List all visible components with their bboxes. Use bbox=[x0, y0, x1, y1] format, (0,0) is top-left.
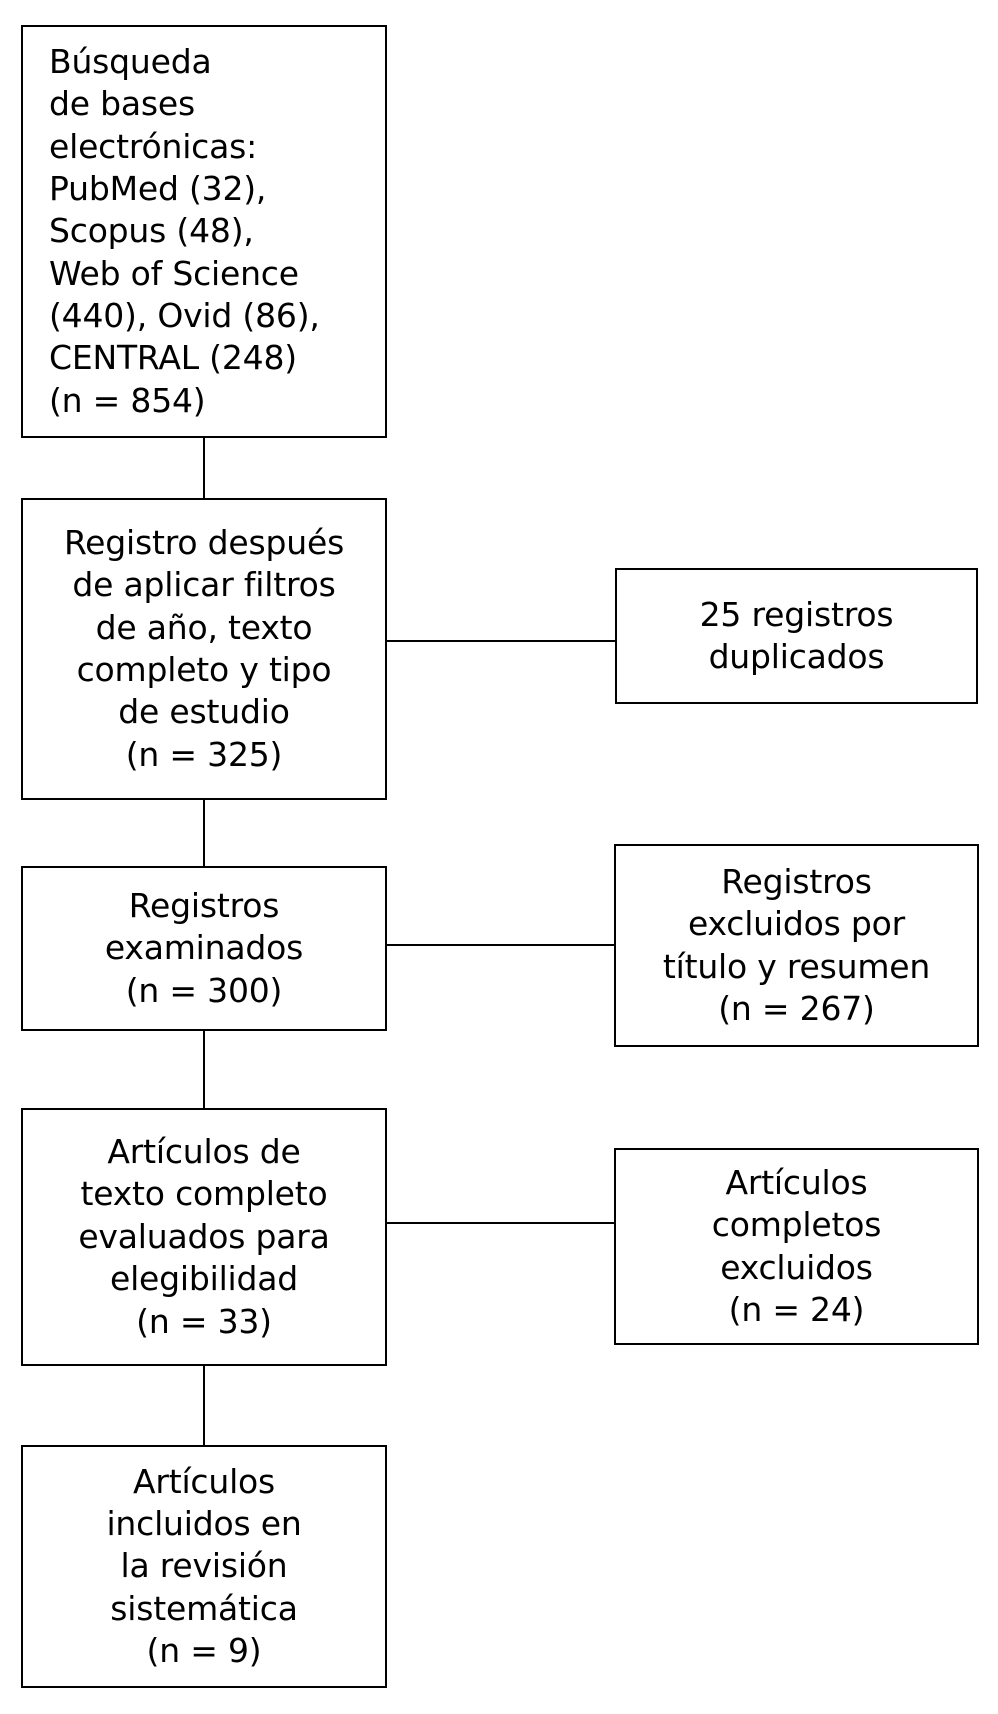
connector-screened-to-excluded-title bbox=[387, 944, 614, 946]
connector-after-filters-to-duplicates bbox=[387, 640, 615, 642]
node-duplicate-records: 25 registros duplicados bbox=[615, 568, 978, 704]
connector-search-to-after-filters bbox=[203, 438, 205, 498]
node-duplicate-records-label: 25 registros duplicados bbox=[699, 594, 894, 676]
node-records-after-filters: Registro después de aplicar filtros de a… bbox=[21, 498, 387, 800]
node-studies-included-label: Artículos incluidos en la revisión siste… bbox=[106, 1461, 302, 1671]
node-records-screened: Registros examinados (n = 300) bbox=[21, 866, 387, 1031]
connector-screened-to-fulltext bbox=[203, 1031, 205, 1108]
node-records-screened-label: Registros examinados (n = 300) bbox=[104, 885, 304, 1010]
node-database-search-label: Búsqueda de bases electrónicas: PubMed (… bbox=[49, 41, 320, 420]
node-excluded-fulltext: Artículos completos excluidos (n = 24) bbox=[614, 1148, 979, 1345]
node-excluded-title-abstract-label: Registros excluidos por título y resumen… bbox=[662, 861, 931, 1028]
connector-fulltext-to-excluded-fulltext bbox=[387, 1222, 614, 1224]
connector-after-filters-to-screened bbox=[203, 800, 205, 866]
node-excluded-title-abstract: Registros excluidos por título y resumen… bbox=[614, 844, 979, 1047]
node-records-after-filters-label: Registro después de aplicar filtros de a… bbox=[63, 522, 345, 774]
node-fulltext-assessed-label: Artículos de texto completo evaluados pa… bbox=[78, 1132, 330, 1341]
node-database-search: Búsqueda de bases electrónicas: PubMed (… bbox=[21, 25, 387, 438]
node-studies-included: Artículos incluidos en la revisión siste… bbox=[21, 1445, 387, 1688]
node-fulltext-assessed: Artículos de texto completo evaluados pa… bbox=[21, 1108, 387, 1366]
node-excluded-fulltext-label: Artículos completos excluidos (n = 24) bbox=[711, 1162, 882, 1329]
connector-fulltext-to-included bbox=[203, 1366, 205, 1445]
